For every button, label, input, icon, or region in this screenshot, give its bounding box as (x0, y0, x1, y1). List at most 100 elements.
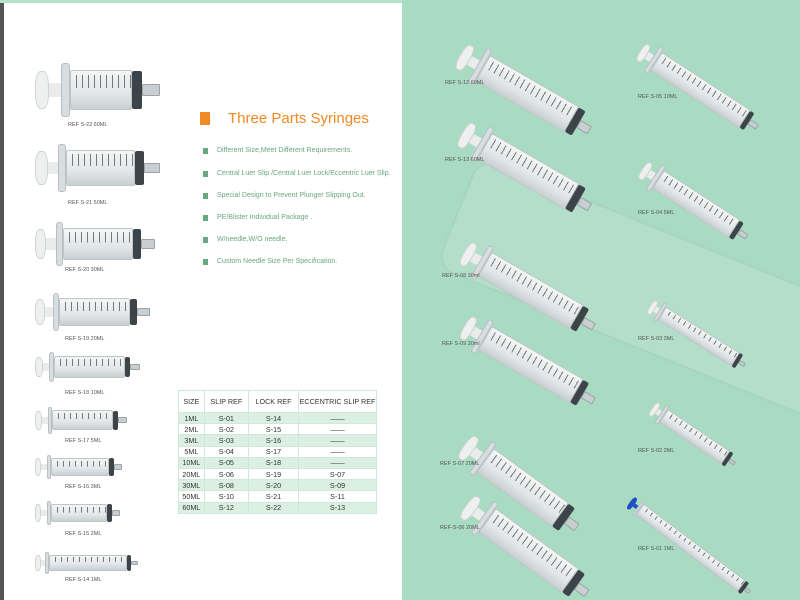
bullet-icon (203, 170, 208, 177)
bullet-icon (203, 214, 208, 221)
table-cell: 60ML (178, 501, 205, 514)
feature-item: W/needle,W/O needle. (203, 236, 287, 243)
table-cell: S-16 (248, 434, 299, 447)
product-ref-label: REF S-19 20ML (65, 336, 105, 342)
syringe-image (634, 42, 763, 137)
product-ref-label: REF S-21 50ML (68, 200, 108, 206)
product-ref-label: REF S-14 1ML (65, 577, 102, 583)
page-edge (0, 0, 4, 600)
feature-text: Different Size,Meet Different Requiremen… (217, 147, 353, 154)
col-size: SIZE (178, 390, 205, 413)
table-cell: 10ML (178, 456, 205, 469)
feature-text: PE/Blister Individual Package . (217, 214, 313, 221)
table-cell: S-13 (298, 501, 377, 514)
table-cell: 2ML (178, 423, 205, 436)
background-syringe-graphic (434, 155, 800, 425)
table-cell: S-08 (203, 479, 250, 492)
table-cell: 30ML (178, 479, 205, 492)
product-ref-label: REF-S-06 20ML (440, 525, 480, 531)
syringe-image (35, 293, 150, 331)
table-cell: S-11 (298, 490, 377, 503)
table-cell: —— (298, 456, 377, 469)
top-strip (0, 0, 402, 3)
feature-text: Central Luer Slip /Central Luer Lock/Ecc… (217, 170, 391, 177)
product-ref-label: REF S-09 30ml (442, 341, 480, 347)
feature-item: Central Luer Slip /Central Luer Lock/Ecc… (203, 170, 391, 177)
syringe-image (35, 63, 160, 117)
feature-item: Special Design to Prevent Plunger Slippi… (203, 192, 366, 199)
bullet-icon (203, 147, 208, 154)
product-ref-label: REF S-15 2ML (65, 531, 102, 537)
table-cell: S-09 (298, 479, 377, 492)
table-cell: S-02 (203, 423, 250, 436)
feature-item: Custom Needle Size Per Specification. (203, 258, 337, 265)
table-cell: 20ML (178, 467, 205, 481)
table-cell: —— (298, 423, 377, 436)
table-cell: S-10 (203, 490, 250, 503)
heading-square-icon (200, 112, 210, 125)
product-ref-label: REF S-22 60ML (68, 122, 108, 128)
syringe-image (35, 222, 155, 266)
table-cell: S-21 (248, 490, 299, 503)
table-cell: S-18 (248, 456, 299, 469)
table-cell: S-14 (248, 411, 299, 425)
table-cell: S-04 (203, 445, 250, 458)
table-cell: S-01 (203, 411, 250, 425)
product-ref-label: REF S-04 5ML (638, 210, 675, 216)
bullet-icon (203, 236, 208, 243)
feature-text: W/needle,W/O needle. (217, 236, 288, 243)
feature-item: PE/Blister Individual Package . (203, 214, 312, 221)
col-eccentric-ref: ECCENTRIC SLIP REF (298, 390, 377, 413)
syringe-image (35, 552, 138, 574)
syringe-image (35, 500, 120, 526)
product-ref-label: REF S-13 60ML (445, 157, 485, 163)
reference-table: SIZE SLIP REF LOCK REF ECCENTRIC SLIP RE… (178, 390, 377, 514)
section-heading: Three Parts Syringes (200, 110, 369, 127)
table-cell: 5ML (178, 445, 205, 458)
product-ref-label: REF S-20 30ML (65, 267, 105, 273)
feature-item: Different Size,Meet Different Requiremen… (203, 147, 352, 154)
syringe-image (647, 401, 740, 470)
table-cell: S-17 (248, 445, 299, 458)
product-ref-label: REF S-08 30ml (442, 273, 480, 279)
syringe-image (35, 352, 140, 382)
heading-title: Three Parts Syringes (228, 110, 369, 127)
table-cell: 1ML (178, 411, 205, 425)
product-ref-label: REF S-07 20ML (440, 461, 480, 467)
table-cell: S-06 (203, 467, 250, 481)
product-ref-label: REF S-01 1ML (638, 546, 675, 552)
syringe-image (35, 143, 160, 193)
product-ref-label: REF S-02 2ML (638, 448, 675, 454)
table-cell: 50ML (178, 490, 205, 503)
table-cell: —— (298, 411, 377, 425)
table-cell: S-05 (203, 456, 250, 469)
table-cell: 3ML (178, 434, 205, 447)
table-cell: S-19 (248, 467, 299, 481)
table-cell: S-03 (203, 434, 250, 447)
feature-text: Special Design to Prevent Plunger Slippi… (217, 192, 366, 199)
syringe-image (35, 454, 122, 480)
bullet-icon (203, 258, 208, 265)
product-ref-label: REF S-16 3ML (65, 484, 102, 490)
col-slip-ref: SLIP REF (203, 390, 250, 413)
table-cell: S-12 (203, 501, 250, 514)
table-cell: —— (298, 434, 377, 447)
syringe-image (35, 406, 127, 434)
product-ref-label: REF S-05 10ML (638, 94, 678, 100)
product-ref-label: REF S-18 10ML (65, 390, 105, 396)
product-ref-label: REF S-12 60ML (445, 80, 485, 86)
product-ref-label: REF S-17 5ML (65, 438, 102, 444)
table-cell: —— (298, 445, 377, 458)
table-cell: S-15 (248, 423, 299, 436)
product-ref-label: REF S-03 3ML (638, 336, 675, 342)
right-page: REF S-12 60ML REF S-13 60ML REF S-05 10ML R… (402, 0, 800, 600)
